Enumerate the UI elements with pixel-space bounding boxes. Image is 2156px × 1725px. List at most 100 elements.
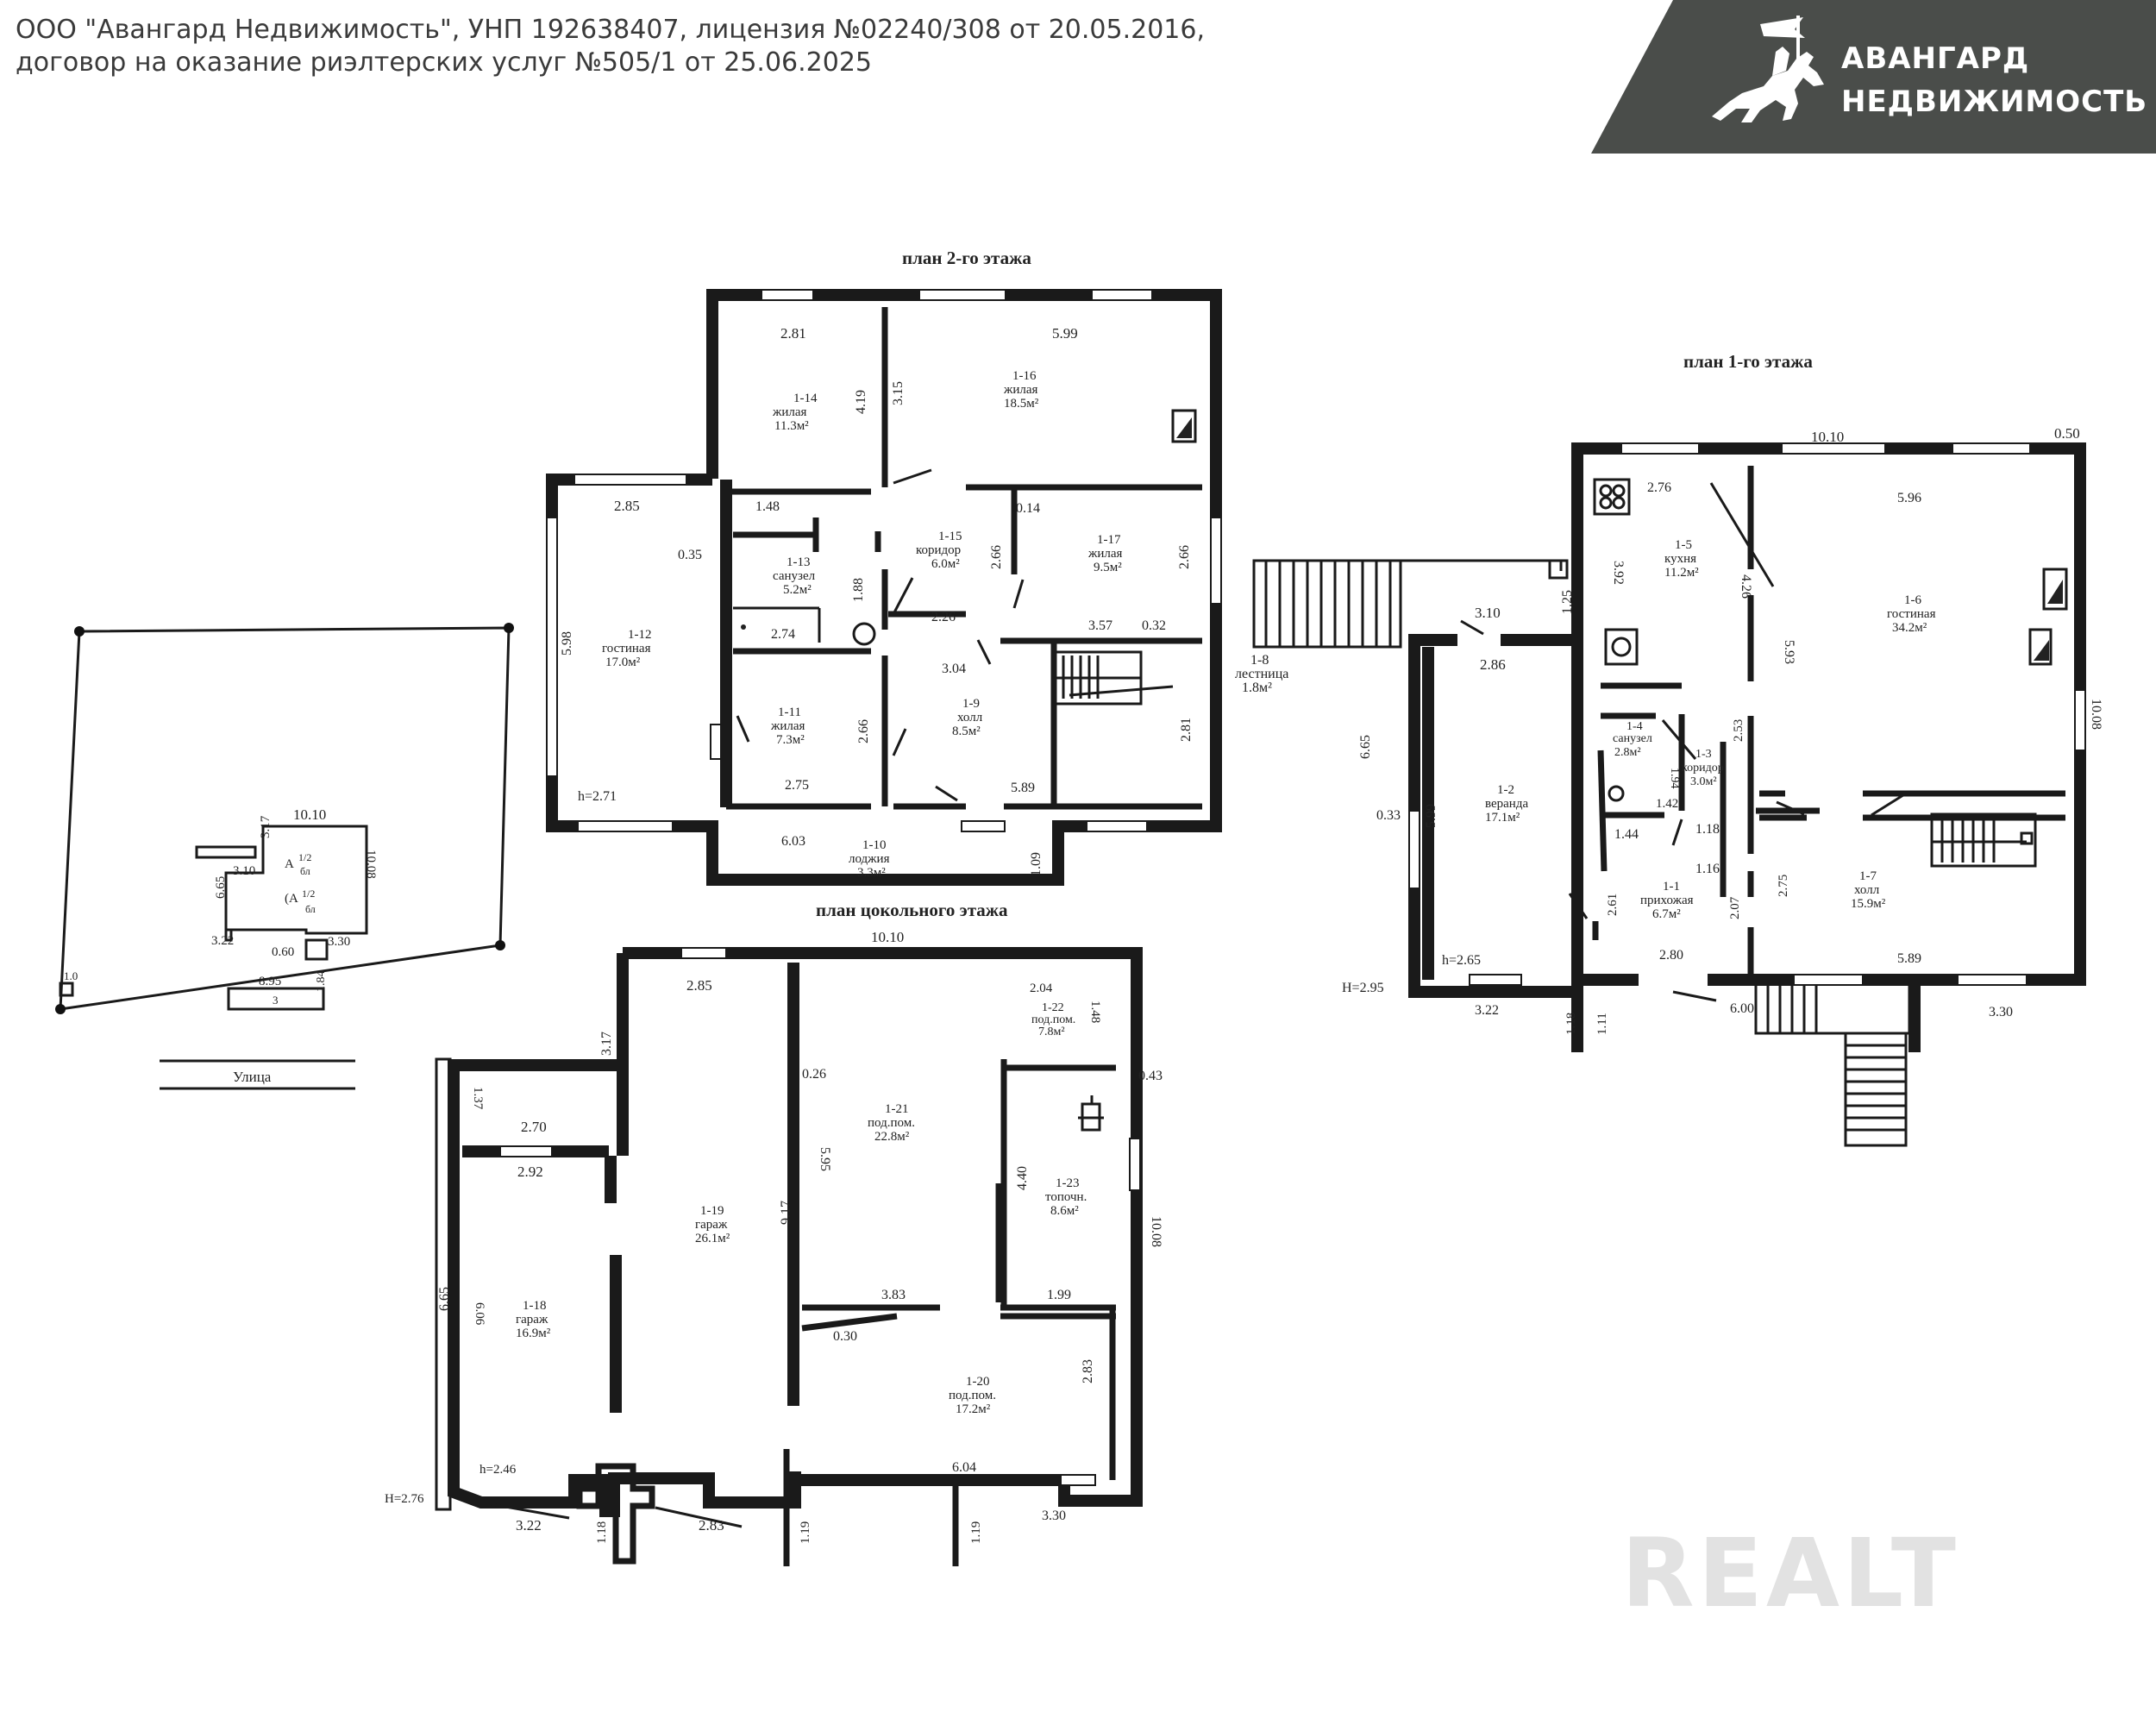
b-dim-2-83: 2.83 xyxy=(1081,1359,1095,1383)
f2-dim-2-66c: 2.66 xyxy=(856,719,871,743)
f1-dim-2-76: 2.76 xyxy=(1647,480,1671,495)
floor-2-title: план 2-го этажа xyxy=(902,248,1031,268)
room-1-6-name: гостиная xyxy=(1887,607,1936,621)
room-1-7-id: 1-7 xyxy=(1859,869,1877,883)
site-label-bl: бл xyxy=(300,865,310,877)
basement-plan: план цокольного этажа 10.10 2.85 2.04 xyxy=(385,900,1163,1566)
f2-dim-2-81: 2.81 xyxy=(780,325,806,342)
room-1-3-area: 3.0м² xyxy=(1690,775,1717,788)
f1-dim-6-00: 6.00 xyxy=(1730,1001,1754,1016)
f2-dim-6-03: 6.03 xyxy=(781,834,805,849)
f1-dim-1-42: 1.42 xyxy=(1656,797,1678,811)
room-1-22-area: 7.8м² xyxy=(1038,1026,1065,1038)
f1-dim-1-18: 1.18 xyxy=(1695,822,1720,837)
f1-dim-1-25: 1.25 xyxy=(1560,590,1575,614)
f2-dim-5-99: 5.99 xyxy=(1052,325,1078,342)
room-1-10-name: лоджия xyxy=(849,852,890,866)
f2-dim-1-88: 1.88 xyxy=(851,578,866,602)
room-1-2-name: веранда xyxy=(1485,797,1528,811)
room-1-4-name: санузел xyxy=(1613,732,1652,745)
room-1-13-area: 5.2м² xyxy=(783,583,812,597)
f2-dim-2-81b: 2.81 xyxy=(1179,718,1194,742)
f2-dim-3-04: 3.04 xyxy=(942,662,966,676)
b-dim-2-83b: 2.83 xyxy=(699,1517,724,1534)
b-dim-2-04: 2.04 xyxy=(1030,982,1053,995)
f2-dim-2-75: 2.75 xyxy=(785,778,809,793)
f2-height: h=2.71 xyxy=(578,789,617,804)
b-height: h=2.46 xyxy=(479,1463,517,1477)
f1-dim-1-94: 1.94 xyxy=(1668,768,1681,789)
room-1-12-name: гостиная xyxy=(602,642,651,656)
f2-dim-1-48: 1.48 xyxy=(755,499,780,514)
b-dim-2-92: 2.92 xyxy=(517,1164,543,1180)
f1-dim-6-65: 6.65 xyxy=(1358,735,1373,759)
b-dim-2-85: 2.85 xyxy=(686,977,712,994)
room-1-23-area: 8.6м² xyxy=(1050,1204,1079,1218)
room-1-21-id: 1-21 xyxy=(885,1102,909,1116)
legal-line-1: ООО "Авангард Недвижимость", УНП 1926384… xyxy=(16,15,1206,45)
b-dim-10-10: 10.10 xyxy=(871,929,904,945)
site-dim-3-17: 3.17 xyxy=(259,815,273,838)
b-dim-1-99: 1.99 xyxy=(1047,1288,1071,1302)
site-dim-3-22: 3.22 xyxy=(211,934,234,948)
room-1-20-name: под.пом. xyxy=(949,1389,996,1402)
room-1-1-area: 6.7м² xyxy=(1652,907,1681,921)
b-dim-2-70: 2.70 xyxy=(521,1119,547,1135)
f2-dim-2-74: 2.74 xyxy=(771,627,795,642)
b-dim-1-19b: 1.19 xyxy=(969,1521,983,1544)
b-dim-1-37: 1.37 xyxy=(471,1087,485,1110)
room-1-6-area: 34.2м² xyxy=(1892,621,1927,635)
f1-dim-1-18b: 1.18 xyxy=(1564,1013,1578,1035)
site-dim-6-65: 6.65 xyxy=(214,876,228,899)
room-1-13-id: 1-13 xyxy=(787,555,811,569)
f2-dim-0-14: 0.14 xyxy=(1016,501,1040,516)
room-1-10-id: 1-10 xyxy=(862,838,887,852)
f1-dim-3-22: 3.22 xyxy=(1475,1003,1499,1018)
b-dim-3-22: 3.22 xyxy=(516,1517,542,1534)
room-1-1-id: 1-1 xyxy=(1663,880,1680,894)
room-1-16-area: 18.5м² xyxy=(1004,397,1039,411)
room-1-1-name: прихожая xyxy=(1640,894,1694,907)
room-1-3-name: коридор xyxy=(1682,762,1724,775)
f1-height-total: H=2.95 xyxy=(1342,981,1384,995)
f2-dim-0-32: 0.32 xyxy=(1142,618,1166,633)
f1-dim-3-30: 3.30 xyxy=(1989,1005,2013,1019)
f1-dim-5-89: 5.89 xyxy=(1897,951,1921,966)
room-1-18-id: 1-18 xyxy=(523,1299,547,1313)
site-dim-1-0: 1.0 xyxy=(64,969,78,982)
basement-title: план цокольного этажа xyxy=(816,900,1008,920)
f1-dim-10-08: 10.08 xyxy=(2089,699,2103,730)
b-dim-3-30: 3.30 xyxy=(1042,1509,1066,1523)
room-1-22-id: 1-22 xyxy=(1042,1001,1064,1014)
room-1-19-area: 26.1м² xyxy=(695,1232,730,1245)
f1-dim-1-11: 1.11 xyxy=(1595,1013,1609,1035)
f2-dim-2-66a: 2.66 xyxy=(989,545,1004,569)
f1-dim-2-80: 2.80 xyxy=(1659,948,1683,963)
site-dim-3-10: 3.10 xyxy=(233,864,255,878)
f1-dim-10-10: 10.10 xyxy=(1811,429,1844,445)
b-height-total: H=2.76 xyxy=(385,1492,424,1506)
room-1-14-area: 11.3м² xyxy=(774,419,809,433)
b-dim-6-04: 6.04 xyxy=(952,1460,976,1475)
site-dim-10-08: 10.08 xyxy=(364,850,378,879)
room-1-20-area: 17.2м² xyxy=(956,1402,991,1416)
site-plan: 10.10 3.17 10.08 6.65 3.10 3.22 0.60 3.3… xyxy=(55,623,514,1090)
room-1-16-id: 1-16 xyxy=(1012,369,1037,383)
f1-dim-3-10: 3.10 xyxy=(1475,605,1501,621)
f1-dim-0-33: 0.33 xyxy=(1376,808,1401,823)
room-1-22-name: под.пом. xyxy=(1031,1013,1075,1026)
room-1-2-area: 17.1м² xyxy=(1485,811,1520,825)
f1-dim-3-92: 3.92 xyxy=(1611,561,1626,585)
brand-background xyxy=(1591,0,2156,154)
legal-line-2: договор на оказание риэлтерских услуг №5… xyxy=(16,47,873,78)
b-dim-0-30: 0.30 xyxy=(833,1329,857,1344)
site-dim-width: 10.10 xyxy=(293,806,326,823)
room-1-13-name: санузел xyxy=(773,569,816,583)
room-1-12-id: 1-12 xyxy=(628,628,652,642)
room-1-12-area: 17.0м² xyxy=(605,656,641,669)
room-1-8-name: лестница xyxy=(1235,667,1288,681)
room-1-15-area: 6.0м² xyxy=(931,557,960,571)
site-dim-3: 3 xyxy=(273,994,279,1007)
room-1-15-id: 1-15 xyxy=(938,530,962,543)
